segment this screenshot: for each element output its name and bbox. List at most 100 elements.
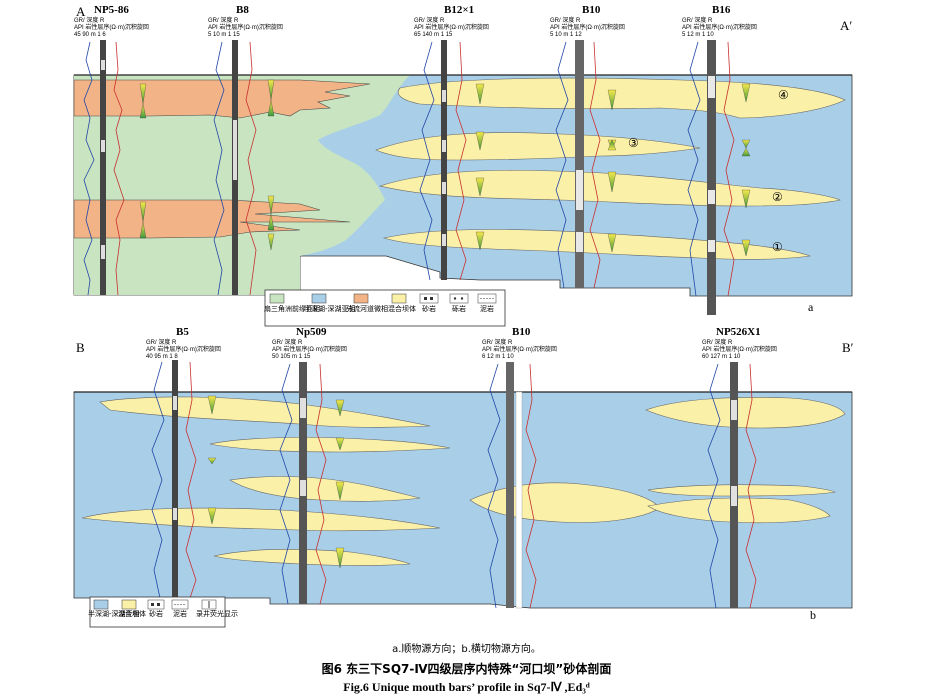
panel-a-left-label: A: [76, 4, 86, 19]
log-header-rmin: 1: [502, 354, 506, 360]
log-header-cycle: 沉积旋回: [464, 25, 489, 31]
legend-sandstone: 砂岩: [422, 305, 436, 313]
log-header-r: R: [708, 18, 713, 24]
panel-b-well-np509: [279, 362, 345, 605]
panel-a-right-label: A′: [840, 18, 853, 33]
log-header-lith: 岩性: [157, 347, 170, 353]
log-header-ohm: (Ω·m): [449, 25, 465, 31]
sandbar-number-4: ④: [778, 88, 789, 102]
log-header-cycle: 沉积旋回: [600, 25, 625, 31]
log-header-seq: 层序: [573, 25, 586, 31]
log-header-lith: 岩性: [85, 25, 98, 31]
panel-b-sub-label: b: [810, 608, 816, 622]
log-header-scale: 5 10: [208, 32, 220, 38]
log-header-rmax: 6: [102, 32, 106, 38]
log-header-unit: m: [221, 32, 227, 38]
log-header-rmax: 10: [707, 32, 714, 38]
well-name-np5-86: NP5-86: [94, 4, 129, 16]
panel-b-left-label: B: [76, 340, 85, 355]
log-header-gr: GR/: [74, 18, 85, 24]
log-header-rmax: 8: [174, 354, 178, 360]
well-name-np526x1: NP526X1: [716, 326, 761, 338]
log-header-unit: m: [563, 32, 569, 38]
well-name-b12x1: B12×1: [444, 4, 475, 16]
log-header-lith: 岩性: [425, 25, 438, 31]
log-header-scale: 5 10: [550, 32, 562, 38]
log-header-lith: 岩性: [283, 347, 296, 353]
log-header-depth: 深度: [714, 340, 727, 346]
log-header-api: API: [414, 25, 424, 31]
legend-fan-delta-front: 扇三角洲前缘亚相: [264, 305, 320, 313]
panel-b-well-b10: [487, 362, 537, 609]
log-header-scale: 6 12: [482, 354, 494, 360]
log-header-depth: 深度: [86, 18, 99, 24]
log-header-r: R: [440, 18, 445, 24]
legend-mudstone: 泥岩: [480, 305, 494, 313]
legend-mixed-bar: 混合坝体: [388, 305, 416, 313]
log-header-seq: 层序: [705, 25, 718, 31]
log-header-r: R: [576, 18, 581, 24]
log-header-seq: 层序: [725, 347, 738, 353]
panel-a-sandbar-2: [378, 169, 842, 207]
log-header-ohm: (Ω·m): [737, 347, 753, 353]
log-header-lith: 岩性: [493, 347, 506, 353]
log-header-np5-86: GR/ 深度 R API 岩性层序(Ω·m)沉积旋回 45 90 m 1 6: [74, 18, 149, 39]
log-header-ohm: (Ω·m): [109, 25, 125, 31]
log-header-unit: m: [292, 354, 298, 360]
panel-a-sandbar-1: [382, 229, 812, 260]
log-header-rmin: 1: [570, 32, 574, 38]
log-header-ohm: (Ω·m): [307, 347, 323, 353]
log-header-rmax: 10: [507, 354, 514, 360]
panel-a-sub-label: a: [808, 300, 814, 314]
log-header-cycle: 沉积旋回: [322, 347, 347, 353]
log-header-lith: 岩性: [219, 25, 232, 31]
panel-a-well-np5-86: [83, 40, 147, 296]
legend-b-mudstone: 泥岩: [173, 610, 187, 618]
log-header-scale: 40 95: [146, 354, 162, 360]
log-header-b16: GR/ 深度 R API 岩性层序(Ω·m)沉积旋回 5 12 m 1 10: [682, 18, 757, 39]
log-header-ohm: (Ω·m): [517, 347, 533, 353]
log-header-r: R: [728, 340, 733, 346]
log-header-gr: GR/: [414, 18, 425, 24]
log-header-r: R: [298, 340, 303, 346]
panel-b-right-label: B′: [842, 340, 854, 355]
panel-b-well-np526x1: [707, 362, 757, 609]
log-header-gr: GR/: [682, 18, 693, 24]
well-name-b5: B5: [176, 326, 189, 338]
log-header-unit: m: [434, 32, 440, 38]
panel-a-section: [73, 40, 853, 315]
panel-b-section: [73, 360, 853, 609]
log-header-seq: 层序: [295, 347, 308, 353]
legend-distributary-channel: 分流河道微相: [346, 305, 388, 313]
log-header-rmin: 1: [97, 32, 101, 38]
legend-b-mixed-bar: 混合坝体: [118, 610, 146, 618]
log-header-rmax: 15: [445, 32, 453, 38]
caption-title-en: Fig.6 Unique mouth bars’ profile in Sq7-…: [343, 680, 590, 694]
log-header-r: R: [508, 340, 513, 346]
panel-b-sandbar-3: [229, 476, 421, 502]
log-header-r: R: [234, 18, 239, 24]
log-header-lith: 岩性: [561, 25, 574, 31]
log-header-cycle: 沉积旋回: [258, 25, 283, 31]
log-header-b5: GR/ 深度 R API 岩性层序(Ω·m)沉积旋回 40 95 m 1 8: [146, 340, 221, 361]
log-header-scale: 45 90: [74, 32, 90, 38]
log-header-api: API: [702, 347, 712, 353]
log-header-depth: 深度: [494, 340, 507, 346]
log-header-gr: GR/: [702, 340, 713, 346]
legend-b-deep-lake: 半深湖-深湖亚相: [88, 610, 140, 618]
well-name-b8: B8: [236, 4, 249, 16]
log-header-np526x1: GR/ 深度 R API 岩性层序(Ω·m)沉积旋回 60 127 m 1 10: [702, 340, 777, 361]
log-header-gr: GR/: [272, 340, 283, 346]
log-header-lith: 岩性: [713, 347, 726, 353]
log-header-rmax: 10: [733, 354, 741, 360]
log-header-seq: 层序: [97, 25, 110, 31]
log-header-rmin: 1: [728, 354, 733, 360]
panel-b-well-b5: [151, 360, 217, 600]
caption-subpanels: a.顺物源方向；b.横切物源方向。: [392, 644, 541, 655]
well-name-b16: B16: [712, 4, 731, 16]
log-header-seq: 层序: [437, 25, 450, 31]
panel-a-well-b16: [687, 40, 751, 315]
log-header-depth: 深度: [284, 340, 297, 346]
log-header-unit: m: [722, 354, 728, 360]
